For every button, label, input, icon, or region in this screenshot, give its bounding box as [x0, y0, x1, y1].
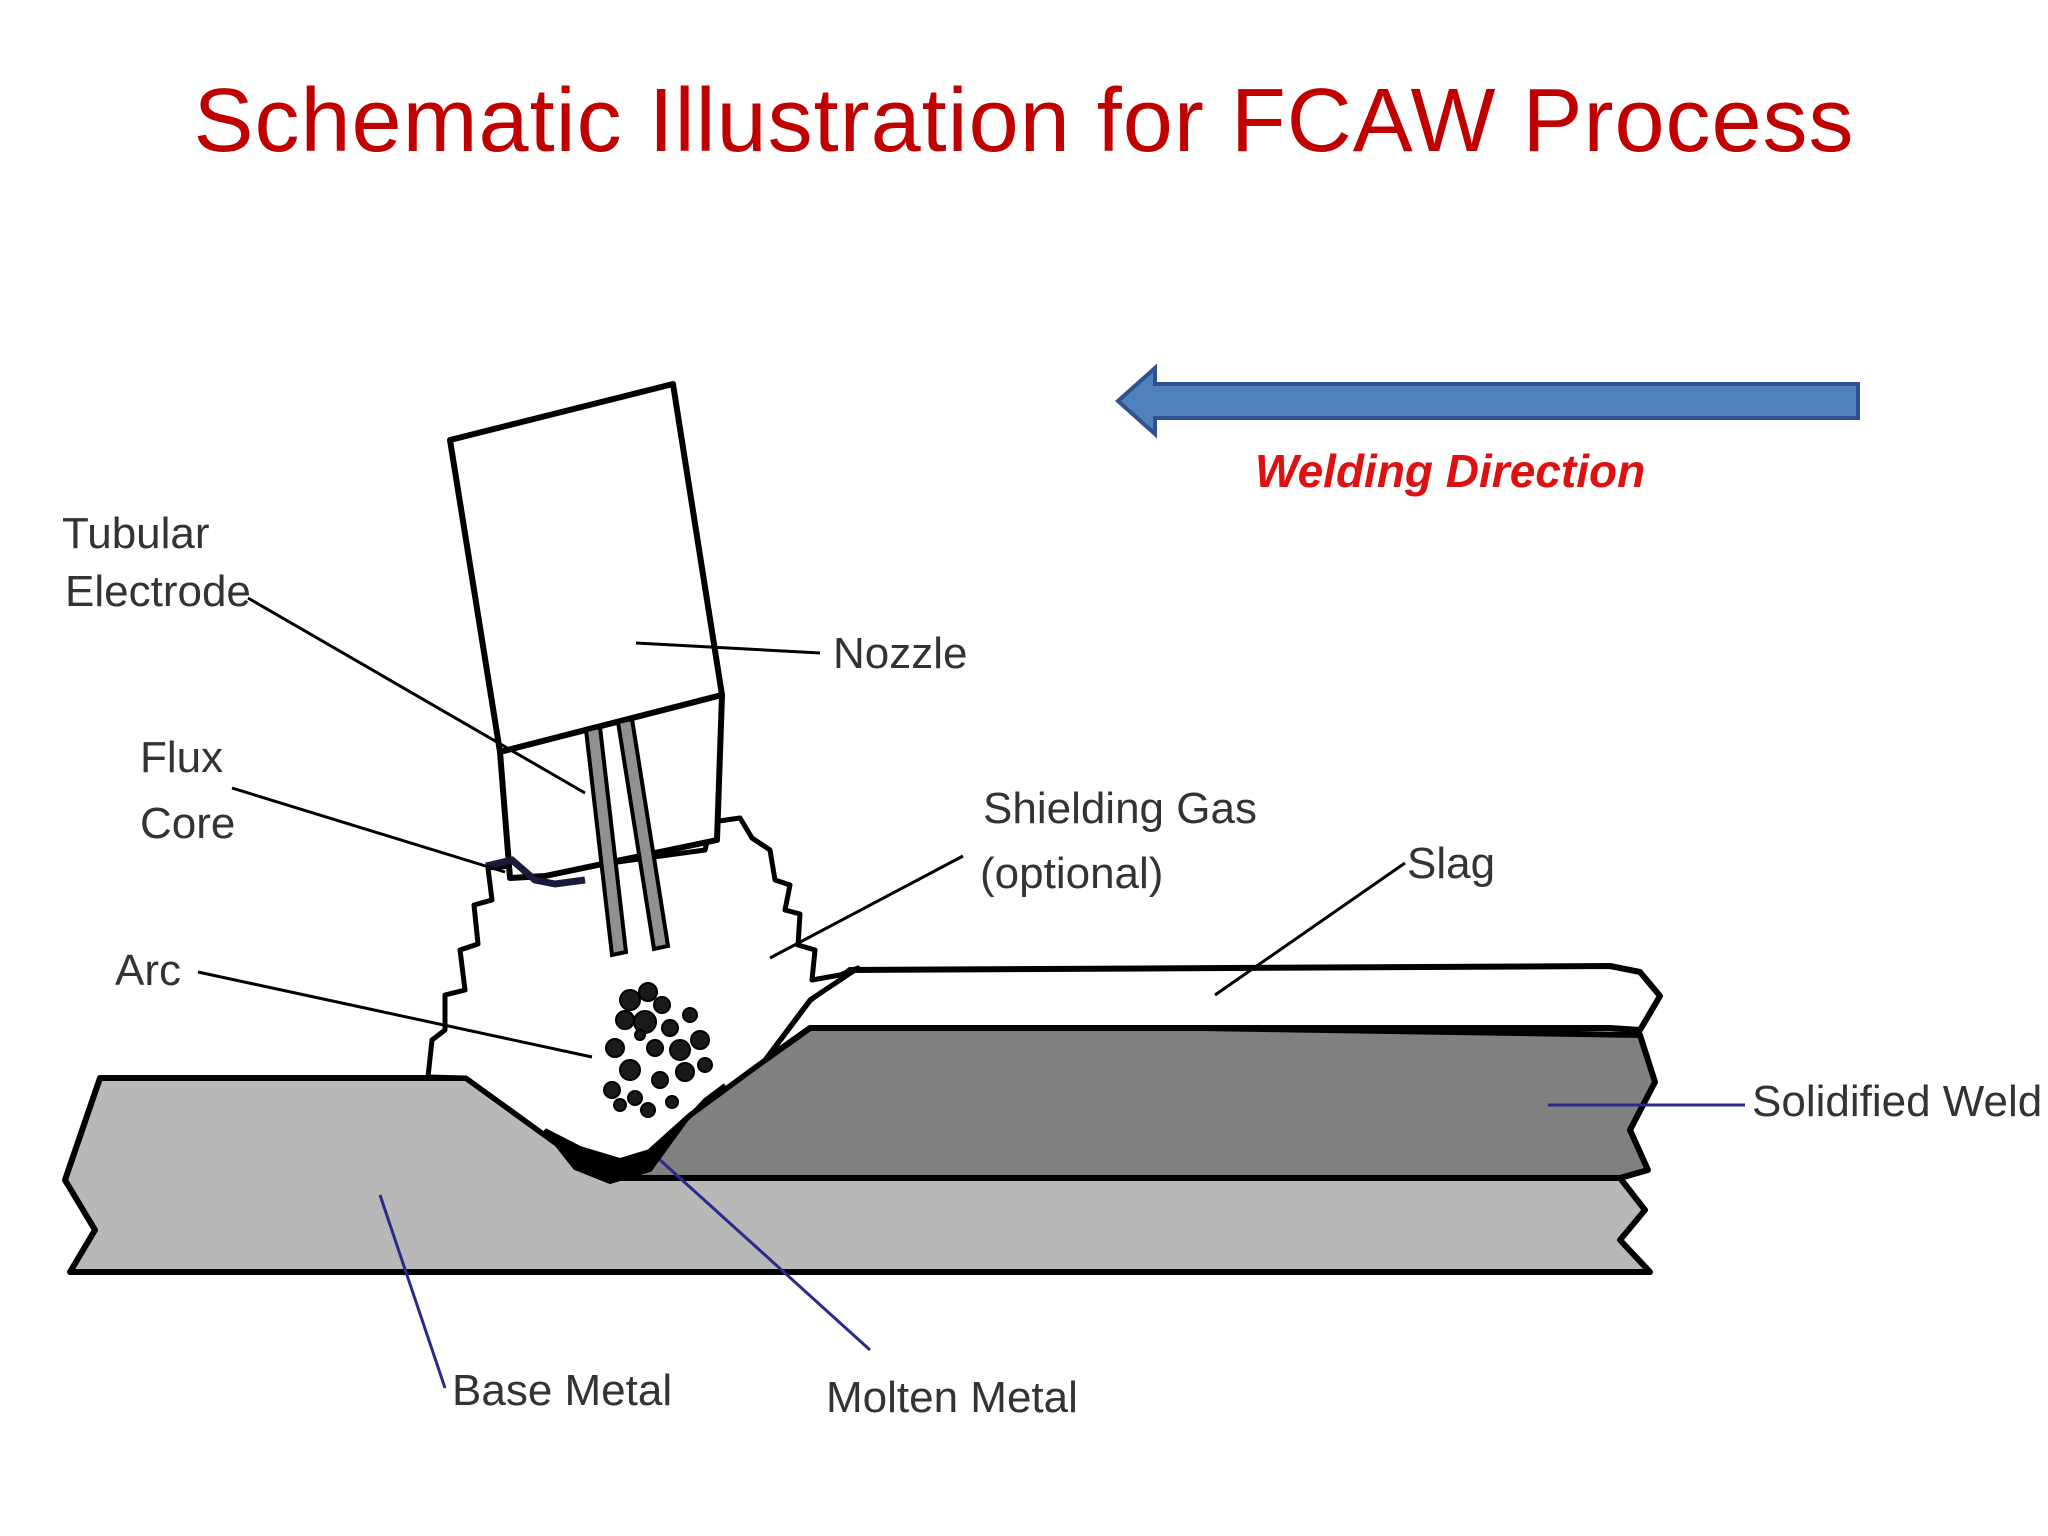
- leader-lines-blue: [378, 1103, 1745, 1389]
- arc-spatter: [603, 982, 713, 1118]
- tubular-electrode-right: [615, 716, 671, 952]
- nozzle-tip: [497, 692, 725, 881]
- leader-lines: [197, 596, 1406, 1059]
- label-tubular-line1: Tubular: [62, 509, 210, 558]
- molten-metal-pool: [543, 1083, 727, 1185]
- slide-title: Schematic Illustration for FCAW Process: [193, 71, 1855, 171]
- welding-direction-label: Welding Direction: [1255, 445, 1645, 497]
- label-slag: Slag: [1407, 839, 1495, 888]
- label-shielding-line1: Shielding Gas: [983, 784, 1257, 833]
- label-flux-line1: Flux: [140, 733, 223, 782]
- flux-core-rim: [485, 856, 586, 888]
- label-shielding-line2: (optional): [980, 849, 1163, 898]
- label-tubular-line2: Electrode: [65, 567, 251, 616]
- welding-direction-arrow: [1114, 363, 1860, 439]
- label-solidified-weld: Solidified Weld: [1752, 1077, 2042, 1126]
- label-arc: Arc: [115, 946, 181, 995]
- label-nozzle: Nozzle: [833, 629, 968, 678]
- tubular-electrode-left: [583, 724, 629, 958]
- label-base-metal: Base Metal: [452, 1366, 672, 1415]
- nozzle-body: [447, 381, 725, 755]
- label-flux-line2: Core: [140, 799, 235, 848]
- label-molten-metal: Molten Metal: [826, 1373, 1078, 1422]
